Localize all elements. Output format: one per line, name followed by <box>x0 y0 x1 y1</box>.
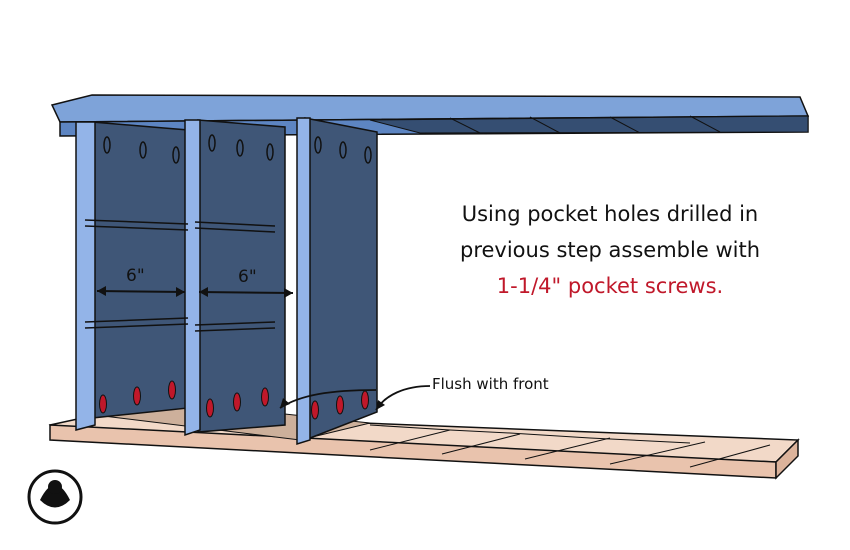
shelf-cleats <box>84 219 276 332</box>
callout-arrowhead-2 <box>280 398 290 408</box>
caption-line-2: previous step assemble with <box>460 238 760 262</box>
dimension-right: 6" <box>198 267 294 298</box>
pocket-holes-bottom <box>99 380 369 420</box>
instruction-caption: Using pocket holes drilled in previous s… <box>420 196 800 304</box>
bottom-board <box>48 403 800 480</box>
dimension-right-label: 6" <box>238 267 257 287</box>
front-edge-strips <box>75 117 311 446</box>
callout-arrowhead-1 <box>376 400 385 410</box>
pocket-holes-top <box>103 134 372 164</box>
flush-callout-label: Flush with front <box>432 375 549 393</box>
top-board <box>50 94 810 137</box>
dimension-left-label: 6" <box>126 266 145 286</box>
dimension-left: 6" <box>96 266 186 297</box>
caption-line-3: 1-1/4" pocket screws. <box>496 274 724 298</box>
woodworker-logo-icon <box>27 469 83 525</box>
caption-line-1: Using pocket holes drilled in <box>461 202 759 226</box>
